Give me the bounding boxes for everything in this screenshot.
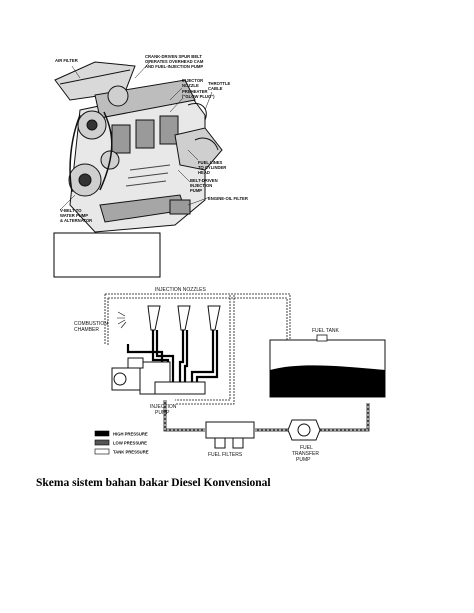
injection-nozzles [147,305,221,331]
label-preheater-1: PREHEATER [182,89,208,94]
figure-caption: Skema sistem bahan bakar Diesel Konvensi… [36,477,271,489]
label-vbelt-3: & ALTERNATOR [60,218,92,223]
empty-caption-box [53,232,161,278]
label-belt-pump-3: PUMP [190,188,202,193]
label-fuel-lines-2: TO CYLINDER [198,165,226,170]
label-vbelt-2: WATER PUMP [60,213,88,218]
label-fuel-transfer-pump-2: TRANSFER [292,451,319,457]
label-preheater-2: ("GLOW PLUG") [182,94,215,99]
legend: HIGH PRESSURE LOW PRESSURE TANK PRESSURE [94,430,149,455]
label-crank-belt-3: AND FUEL-INJECTION PUMP [145,64,203,69]
label-air-filter: AIR FILTER [55,58,78,63]
label-belt-pump-2: INJECTION [190,183,212,188]
fuel-tank [269,334,386,398]
label-throttle-cable-2: CABLE [208,86,223,91]
label-injection-pump-2: PUMP [155,410,170,416]
label-fuel-filters: FUEL FILTERS [208,452,243,458]
tank-pressure-lines [104,293,291,405]
label-vbelt-1: V-BELT TO [60,208,82,213]
legend-swatch-high-pressure [94,430,110,437]
label-crank-belt-2: OPERATES OVERHEAD CAM [145,59,204,64]
fuel-system-diagram: HIGH PRESSURE LOW PRESSURE TANK PRESSURE… [74,287,386,463]
spray-icon [117,311,127,329]
label-injection-nozzles: INJECTION NOZZLES [155,287,207,293]
label-injector-nozzle-1: INJECTOR [182,78,203,83]
label-fuel-lines-3: HEAD [198,170,210,175]
legend-label-high-pressure: HIGH PRESSURE [113,432,148,437]
label-injection-pump-1: INJECTION [150,404,177,410]
label-crank-belt-1: CRANK-DRIVEN SPUR BELT [145,54,202,59]
label-fuel-transfer-pump-1: FUEL [300,445,313,451]
label-combustion-chamber-2: CHAMBER [74,327,99,333]
label-injector-nozzle-2: NOZZLE [182,83,199,88]
injection-pump [111,357,206,395]
label-throttle-cable-1: THROTTLE [208,81,231,86]
engine-cutaway-figure: AIR FILTER CRANK-DRIVEN SPUR BELT OPERAT… [53,54,248,278]
legend-swatch-low-pressure [94,439,110,446]
legend-swatch-tank-pressure [94,448,110,455]
label-fuel-tank: FUEL TANK [312,328,340,334]
engine-illustration [54,61,223,233]
fuel-filters [205,421,255,449]
label-fuel-transfer-pump-3: PUMP [296,457,311,463]
pointer-lines [59,61,213,211]
legend-label-low-pressure: LOW PRESSURE [113,441,147,446]
fuel-transfer-pump [287,419,321,441]
label-belt-pump-1: BELT-DRIVEN [190,178,218,183]
legend-label-tank-pressure: TANK PRESSURE [113,450,149,455]
label-fuel-lines-1: FUEL LINES [198,160,223,165]
label-engine-oil-filter: ENGINE-OIL FILTER [208,196,248,201]
label-combustion-chamber-1: COMBUSTION [74,321,108,327]
low-pressure-lines [163,400,370,432]
